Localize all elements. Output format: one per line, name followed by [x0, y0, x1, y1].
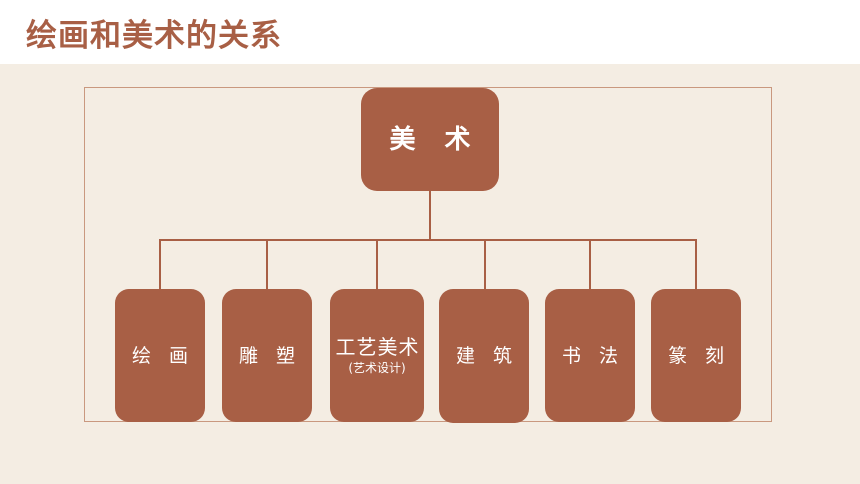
node-root-fine-arts: 美 术 [361, 88, 499, 191]
node-architecture: 建 筑 [439, 289, 529, 423]
node-painting: 绘 画 [115, 289, 205, 422]
node-label: 书 法 [561, 344, 625, 367]
node-label: 工艺美术 [335, 335, 420, 359]
node-seal-carving: 篆 刻 [651, 289, 741, 422]
node-root-label: 美 术 [389, 124, 481, 155]
diagram-frame [84, 87, 772, 422]
node-sculpture: 雕 塑 [222, 289, 312, 422]
header-bar: 绘画和美术的关系 [0, 0, 860, 64]
node-sublabel: (艺术设计) [348, 361, 406, 375]
page-title: 绘画和美术的关系 [26, 18, 282, 54]
node-label: 雕 塑 [238, 344, 302, 367]
node-label: 建 筑 [455, 345, 519, 367]
node-calligraphy: 书 法 [545, 289, 635, 422]
node-label: 篆 刻 [667, 344, 731, 367]
node-label: 绘 画 [131, 344, 195, 367]
node-craft-art: 工艺美术 (艺术设计) [330, 289, 424, 422]
